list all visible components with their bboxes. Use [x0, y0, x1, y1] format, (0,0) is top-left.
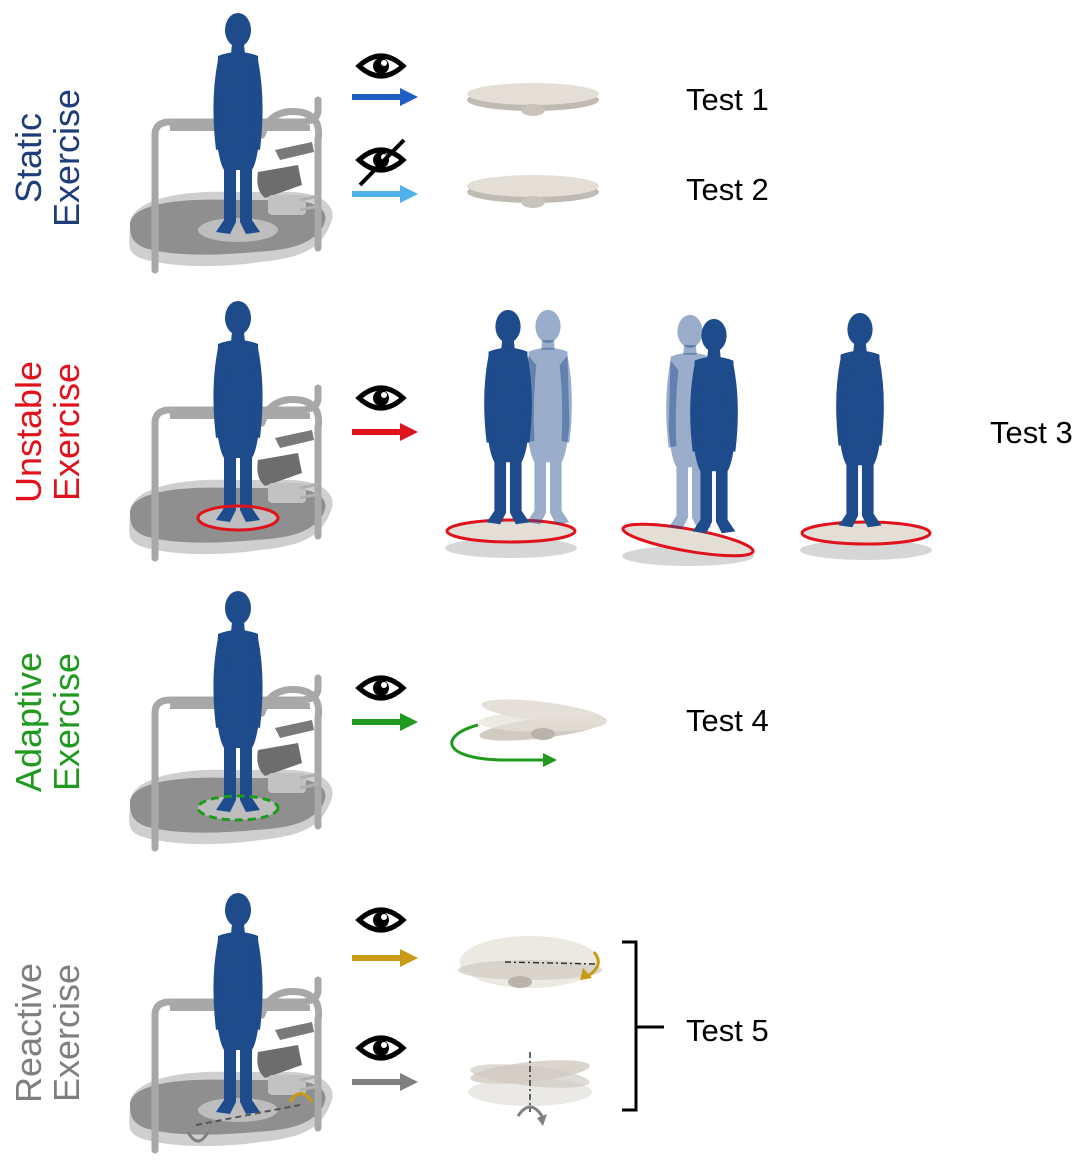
- disc-icon-test5b: [468, 1052, 592, 1126]
- arrow-icon-test5b: [352, 1073, 418, 1091]
- unstable-device-group: [129, 301, 332, 558]
- test-label-2: Test 2: [686, 172, 769, 207]
- test3-frame-2: [621, 314, 755, 566]
- test-label-1: Test 1: [686, 82, 769, 117]
- disc-icon-test2: [467, 175, 599, 208]
- test-label-4: Test 4: [686, 703, 769, 738]
- rotation-arrow-icon-test4: [450, 723, 557, 767]
- arrow-icon-test5a: [352, 949, 418, 967]
- test3-frame-3: [800, 312, 932, 560]
- person-icon-test3-1: [484, 309, 532, 525]
- test3-frame-1: [445, 309, 577, 558]
- person-icon-test3-3: [836, 312, 884, 528]
- arrow-icon-test1: [352, 88, 418, 106]
- eye-icon-test3: [359, 388, 403, 408]
- disc-icon-test4: [479, 699, 607, 741]
- eye-icon-test5b: [359, 1038, 403, 1058]
- reactive-device-group: [129, 893, 332, 1150]
- arrow-icon-test3: [352, 423, 418, 441]
- test-label-3: Test 3: [990, 415, 1073, 450]
- eye-icon-test1: [359, 56, 403, 76]
- eye-icon-test4: [359, 678, 403, 698]
- test-label-5: Test 5: [686, 1013, 769, 1048]
- eye-crossed-icon-test2: [359, 138, 404, 187]
- eye-icon-test5a: [359, 910, 403, 930]
- arrow-icon-test4: [352, 713, 418, 731]
- bracket-icon-test5: [622, 940, 664, 1112]
- static-device-group: [129, 13, 332, 270]
- arrow-icon-test2: [352, 185, 418, 203]
- adaptive-device-group: [129, 591, 332, 848]
- disc-icon-test5a: [458, 936, 602, 988]
- disc-icon-test1: [467, 83, 599, 116]
